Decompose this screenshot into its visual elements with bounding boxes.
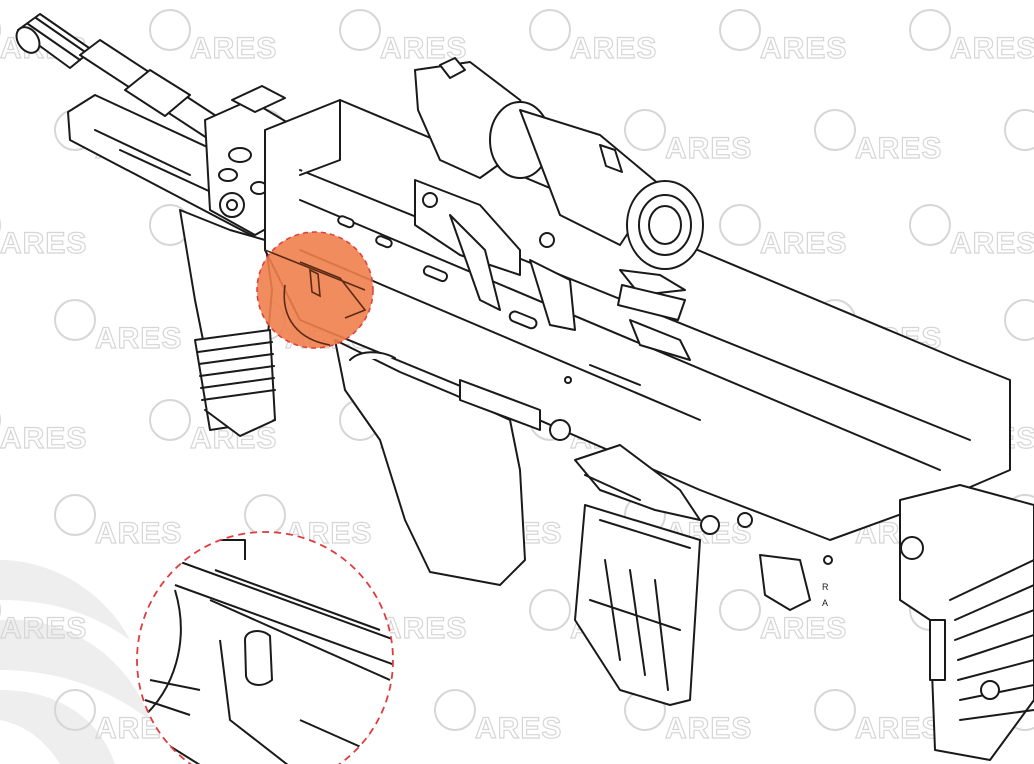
vertical-foregrip [179,209,276,437]
watermark-text: ARES [570,32,657,65]
watermark-mark: ARES [814,109,942,166]
watermark-text: ARES [760,32,847,65]
rifle-line-art [15,13,1034,761]
watermark-mark: ARES [0,413,87,456]
muzzle-flash-hider [15,13,93,69]
watermark-text: ARES [190,32,277,65]
watermark-mark: ARES [624,689,752,746]
watermark-mark: ARES [909,204,1034,261]
watermark-text: ARES [665,712,752,745]
marking-r: R [822,582,829,592]
watermark-mark: ARES [719,589,847,646]
magazine [574,504,701,706]
watermark-text: ARES [0,612,87,645]
watermark-mark: ARES [339,9,467,66]
watermark-mark: ARES [434,689,562,746]
watermark-mark: ARES [1004,299,1034,341]
watermark-mark: ARES [0,603,87,646]
watermark-mark: ARES [624,109,752,166]
watermark-mark: ARES [719,204,847,261]
watermark-text: ARES [95,322,182,355]
charging-handle [574,444,753,535]
optic-sight [414,57,704,321]
watermark-text: ARES [0,227,87,260]
background-swoosh-shapes [0,560,150,764]
watermark-mark: ARES [909,9,1034,66]
watermark-mark: ARES [0,218,87,261]
watermark-mark: ARES [54,299,182,356]
watermark-mark: ARES [719,9,847,66]
magazine-markings: R A [822,582,829,608]
trigger-guard [459,379,541,431]
watermark-text: ARES [855,132,942,165]
watermark-text: ARES [760,612,847,645]
watermark-text: ARES [855,712,942,745]
watermark-text: ARES [475,712,562,745]
watermark-text: ARES [95,517,182,550]
watermark-text: ARES [665,132,752,165]
watermark-mark: ARES [149,9,277,66]
watermark-mark: ARES [529,9,657,66]
watermark-mark: ARES [814,689,942,746]
pistol-grip [334,339,571,586]
highlight-part-location [256,231,374,349]
watermark-text: ARES [0,422,87,455]
mag-release-plate [759,554,833,611]
watermark-text: ARES [950,32,1034,65]
watermark-text: ARES [380,612,467,645]
marking-a: A [822,598,828,608]
watermark-mark: ARES [54,494,182,551]
buttstock [899,484,1034,761]
watermark-text: ARES [950,227,1034,260]
watermark-text: ARES [760,227,847,260]
zoom-callout [136,531,394,764]
optic-mount [414,179,691,361]
watermark-mark: ARES [1004,109,1034,151]
